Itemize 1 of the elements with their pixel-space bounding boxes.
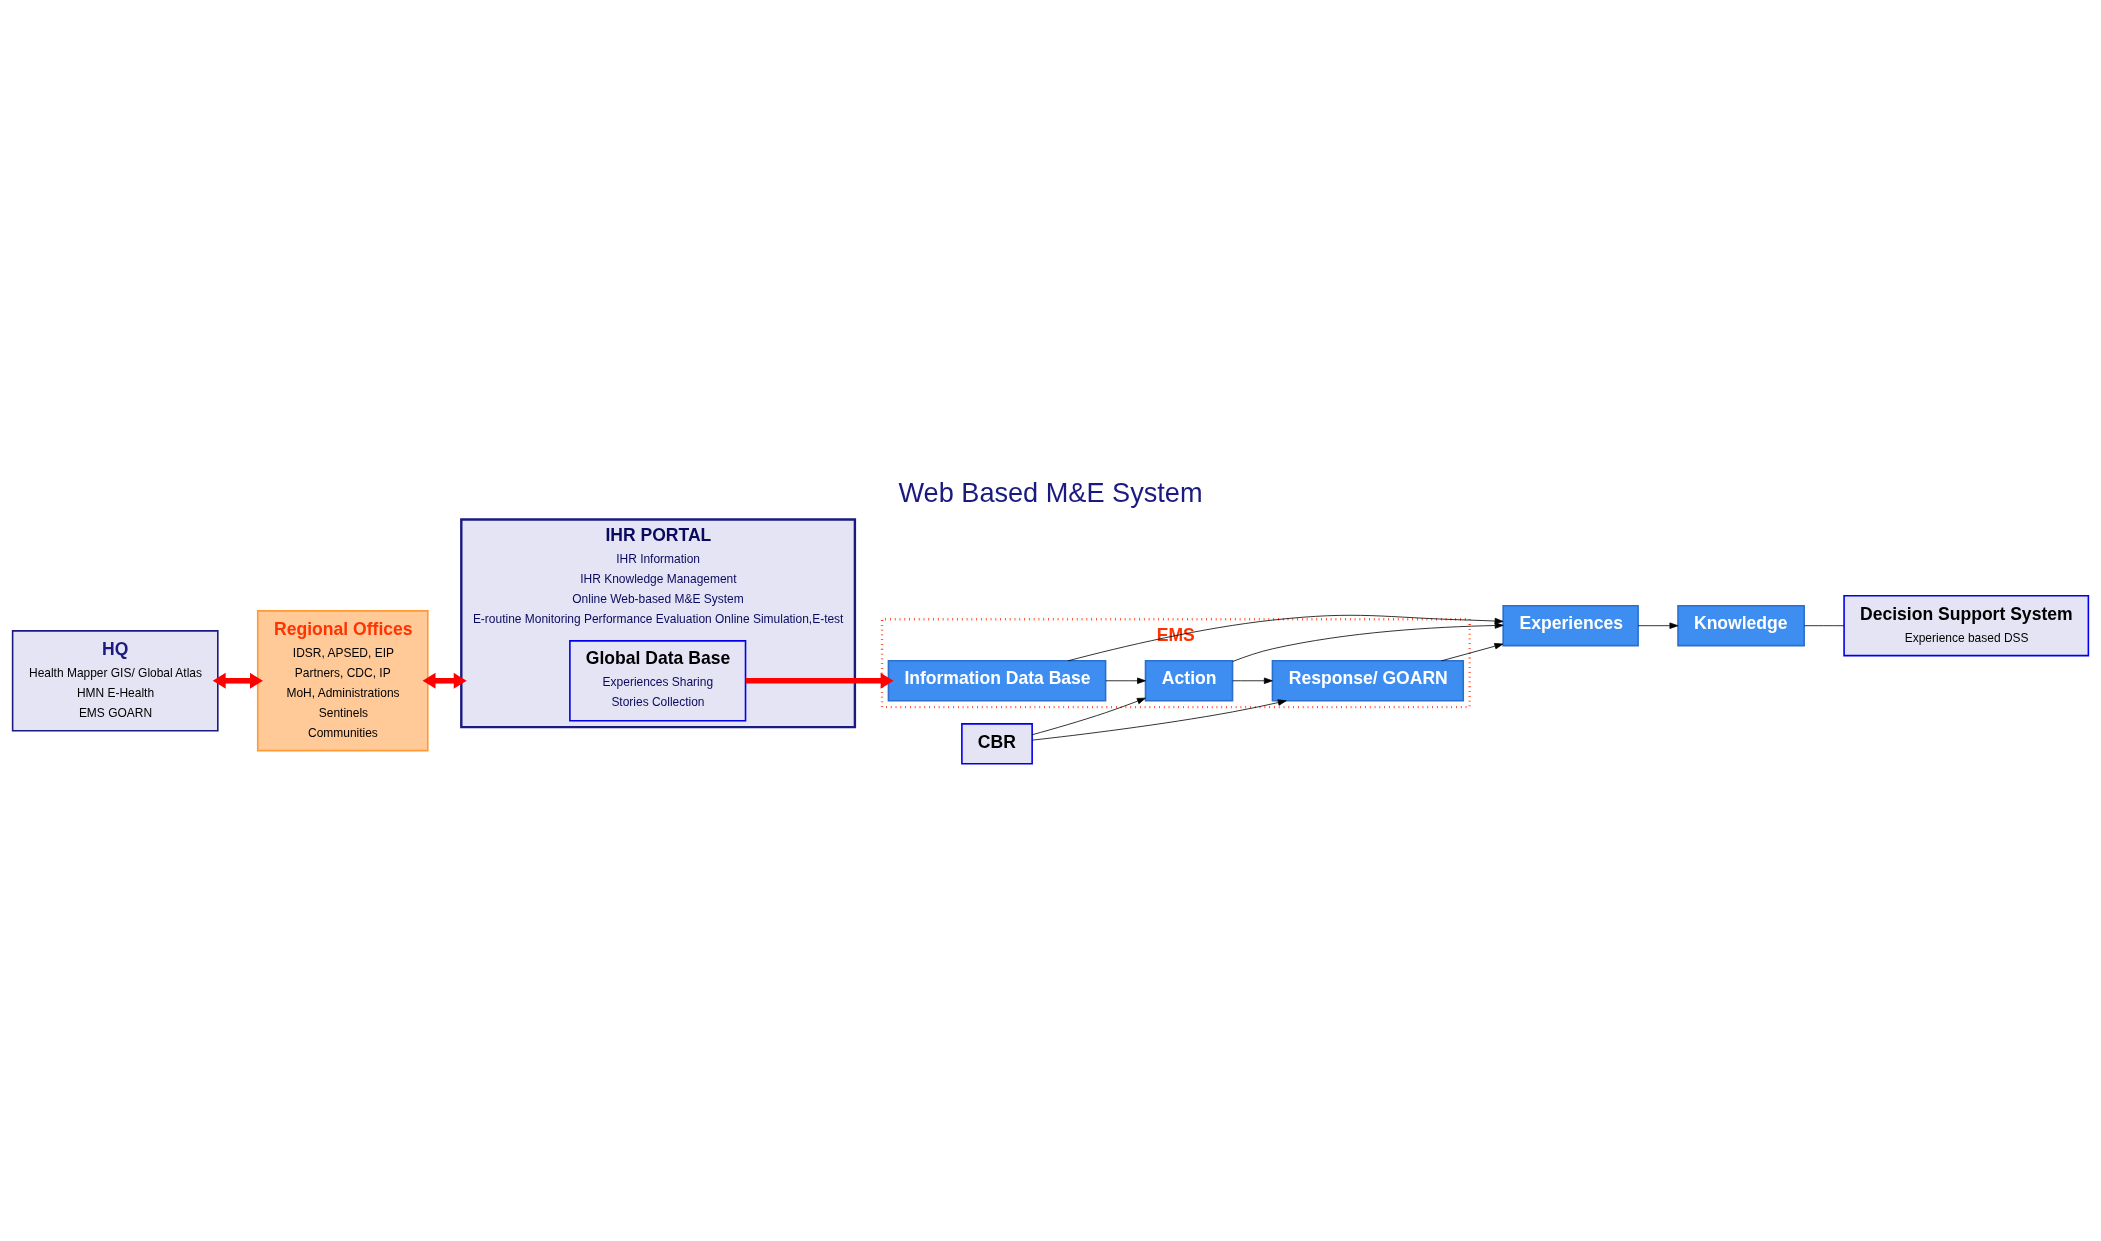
diagram-title: Web Based M&E System (898, 477, 1203, 509)
